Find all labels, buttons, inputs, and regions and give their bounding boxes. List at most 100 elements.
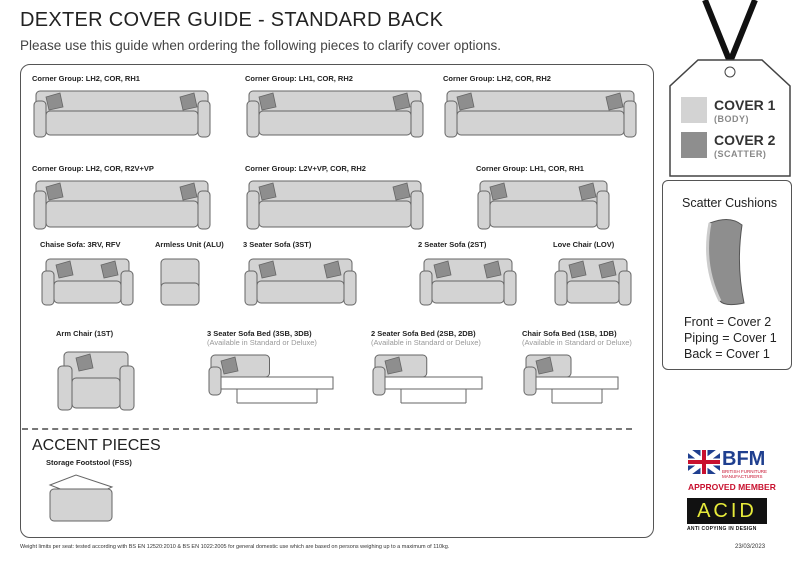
sofa-seat — [45, 200, 199, 228]
sofa-seat — [256, 280, 345, 304]
sofa-illustration — [372, 354, 483, 404]
scatter-title: Scatter Cushions — [682, 196, 778, 210]
scatter-cushion — [489, 182, 508, 201]
sofa-arm — [33, 100, 47, 138]
sofa-seat — [53, 280, 122, 304]
scatter-cushion — [535, 356, 554, 375]
chair-seat — [71, 377, 121, 409]
item-label: Armless Unit (ALU) — [155, 240, 224, 249]
sofa-arm — [343, 270, 357, 306]
scatter-cushion — [392, 92, 411, 111]
scatter-cushion — [605, 92, 624, 111]
bed-frame — [551, 389, 603, 404]
acid-subtitle: ANTI COPYING IN DESIGN — [687, 526, 757, 532]
sofa-arm — [244, 270, 258, 306]
sofa-illustration — [208, 354, 334, 404]
product-panel — [20, 64, 654, 538]
mattress — [535, 376, 619, 390]
chair-arm — [57, 365, 73, 411]
union-flag-logo — [688, 450, 720, 474]
sofa-arm — [120, 270, 134, 306]
cushion-icon — [706, 219, 745, 306]
scatter-front: Front = Cover 2 — [684, 315, 772, 329]
sofa-arm — [554, 270, 568, 306]
scatter-cushion — [220, 356, 239, 375]
bfm-subtitle: BRITISH FURNITURE MANUFACTURERS — [722, 469, 767, 479]
scatter-back: Back = Cover 1 — [684, 347, 770, 361]
scatter-cushion — [258, 260, 277, 279]
scatter-cushion — [258, 92, 277, 111]
storage-footstool: Storage Footstool (FSS) — [46, 458, 132, 527]
accent-heading: ACCENT PIECES — [32, 437, 161, 454]
sofa-illustration — [244, 258, 357, 306]
sofa-arm — [477, 190, 491, 230]
acid-logo: ACID — [687, 498, 767, 524]
item-label: Storage Footstool (FSS) — [46, 458, 132, 467]
scatter-cushion — [598, 260, 617, 279]
cover1-swatch — [681, 97, 707, 123]
item-label: 2 Seater Sofa Bed (2SB, 2DB) — [371, 329, 476, 338]
item-note: (Available in Standard or Deluxe) — [207, 338, 317, 347]
item-label: Chaise Sofa: 3RV, RFV — [40, 240, 121, 249]
cover2-sub: (SCATTER) — [714, 149, 767, 159]
scatter-cushion — [568, 260, 587, 279]
bed-frame — [236, 389, 318, 404]
sofa-seat — [258, 110, 412, 136]
chaise-sofa: Chaise Sofa: 3RV, RFV — [40, 240, 135, 311]
sofa-seat — [258, 200, 412, 228]
item-label: Love Chair (LOV) — [553, 240, 615, 249]
mattress — [220, 376, 334, 390]
scatter-cushion — [323, 260, 342, 279]
footer-note: Weight limits per seat: tested according… — [20, 544, 450, 550]
sofa-seat — [566, 280, 620, 304]
item-label: Corner Group: LH1, COR, RH2 — [245, 74, 353, 83]
sofa-illustration — [419, 258, 517, 306]
footstool-illustration — [48, 474, 114, 522]
sofa-arm — [523, 366, 537, 396]
sofa-arm — [41, 270, 55, 306]
scatter-cushion — [384, 356, 403, 375]
corner-group-l2v-vp-cor-rh2: Corner Group: L2V+VP, COR, RH2 — [245, 164, 425, 235]
scatter-cushion — [55, 260, 74, 279]
scatter-cushion — [179, 92, 198, 111]
scatter-cushion — [258, 182, 277, 201]
sofa-arm — [618, 270, 632, 306]
stool-body — [49, 488, 113, 522]
sofa-arm — [410, 190, 424, 230]
sofa-arm — [197, 190, 211, 230]
sofa-seat — [489, 200, 598, 228]
item-label: Chair Sofa Bed (1SB, 1DB) — [522, 329, 617, 338]
sofa-arm — [197, 100, 211, 138]
bed-frame — [400, 389, 467, 404]
item-label: Corner Group: LH2, COR, RH1 — [32, 74, 140, 83]
scatter-cushion — [45, 182, 64, 201]
sofa-arm — [410, 100, 424, 138]
scatter-cushions-panel — [662, 180, 792, 370]
corner-group-lh2-cor-rh2: Corner Group: LH2, COR, RH2 — [443, 74, 638, 143]
sofa-back — [558, 258, 628, 284]
sofa-arm — [372, 366, 386, 396]
two-seater-sofa-bed: 2 Seater Sofa Bed (2SB, 2DB)(Available i… — [371, 329, 486, 409]
cover2-swatch — [681, 132, 707, 158]
corner-group-lh1-cor-rh2: Corner Group: LH1, COR, RH2 — [245, 74, 425, 143]
item-label: 3 Seater Sofa Bed (3SB, 3DB) — [207, 329, 312, 338]
scatter-cushion — [45, 92, 64, 111]
sofa-arm — [596, 190, 610, 230]
sofa-arm — [33, 190, 47, 230]
scatter-cushion — [392, 182, 411, 201]
sofa-illustration — [523, 354, 619, 404]
cover1-label: COVER 1 — [714, 97, 776, 113]
sofa-illustration — [477, 180, 610, 230]
two-seater-sofa: 2 Seater Sofa (2ST) — [418, 240, 518, 311]
sofa-back — [446, 90, 635, 114]
sofa-arm — [419, 270, 433, 306]
sofa-seat — [431, 280, 505, 304]
page-title: DEXTER COVER GUIDE - STANDARD BACK — [20, 9, 444, 31]
item-label: Arm Chair (1ST) — [56, 329, 114, 338]
item-label: Corner Group: L2V+VP, COR, RH2 — [245, 164, 366, 173]
scatter-cushion — [179, 182, 198, 201]
item-note: (Available in Standard or Deluxe) — [371, 338, 481, 347]
scatter-piping: Piping = Cover 1 — [684, 331, 777, 345]
chair-arm — [119, 365, 135, 411]
sofa-illustration — [160, 258, 200, 306]
